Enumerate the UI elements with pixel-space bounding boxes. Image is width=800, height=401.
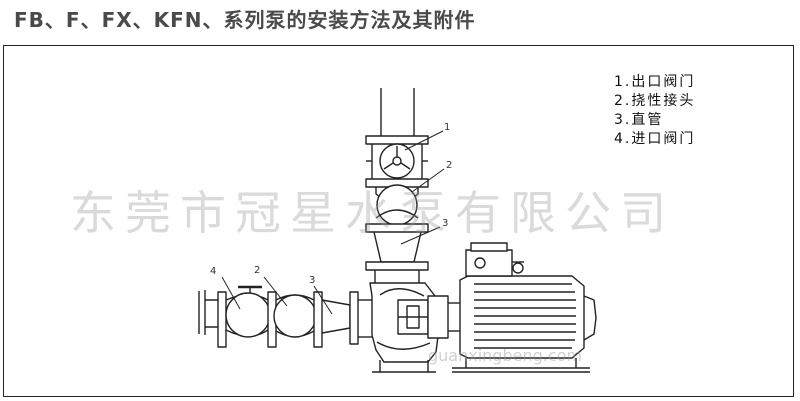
callout-3-pipe-lower: 3 xyxy=(309,275,315,286)
pipe-lower xyxy=(321,291,372,345)
inlet-valve xyxy=(225,285,271,338)
inlet-flange-left xyxy=(217,291,227,348)
coupling xyxy=(397,295,460,339)
url-watermark: guanxingbeng.com xyxy=(428,346,583,365)
callout-1-outlet-valve: 1 xyxy=(444,122,450,133)
legend-item-flexible-joint: 2.挠性接头 xyxy=(614,93,696,109)
company-watermark: 东莞市冠星水泵有限公司 xyxy=(70,186,675,240)
motor xyxy=(452,242,597,373)
flexible-joint-lower xyxy=(273,294,317,338)
callout-2-flexible-joint-upper: 2 xyxy=(446,160,452,171)
flexible-joint-upper xyxy=(375,184,419,226)
callout-leaders xyxy=(221,130,445,315)
legend-item-outlet-valve: 1.出口阀门 xyxy=(614,74,696,90)
vertical-pipe-top xyxy=(380,88,415,136)
legend-item-straight-pipe: 3.直管 xyxy=(614,112,664,128)
joint-flange-bottom xyxy=(365,223,429,233)
parts-legend: 1.出口阀门 2.挠性接头 3.直管 4.进口阀门 xyxy=(614,73,695,149)
page-title: FB、F、FX、KFN、系列泵的安装方法及其附件 xyxy=(14,8,476,32)
outlet-valve xyxy=(366,143,428,179)
callout-4-inlet-valve: 4 xyxy=(210,266,216,277)
joint-flange-right xyxy=(313,291,323,348)
callout-2-flexible-joint-lower: 2 xyxy=(254,265,260,276)
legend-item-inlet-valve: 4.进口阀门 xyxy=(614,131,696,147)
callout-3-pipe-upper: 3 xyxy=(442,218,448,229)
pipe-upper xyxy=(365,231,429,283)
